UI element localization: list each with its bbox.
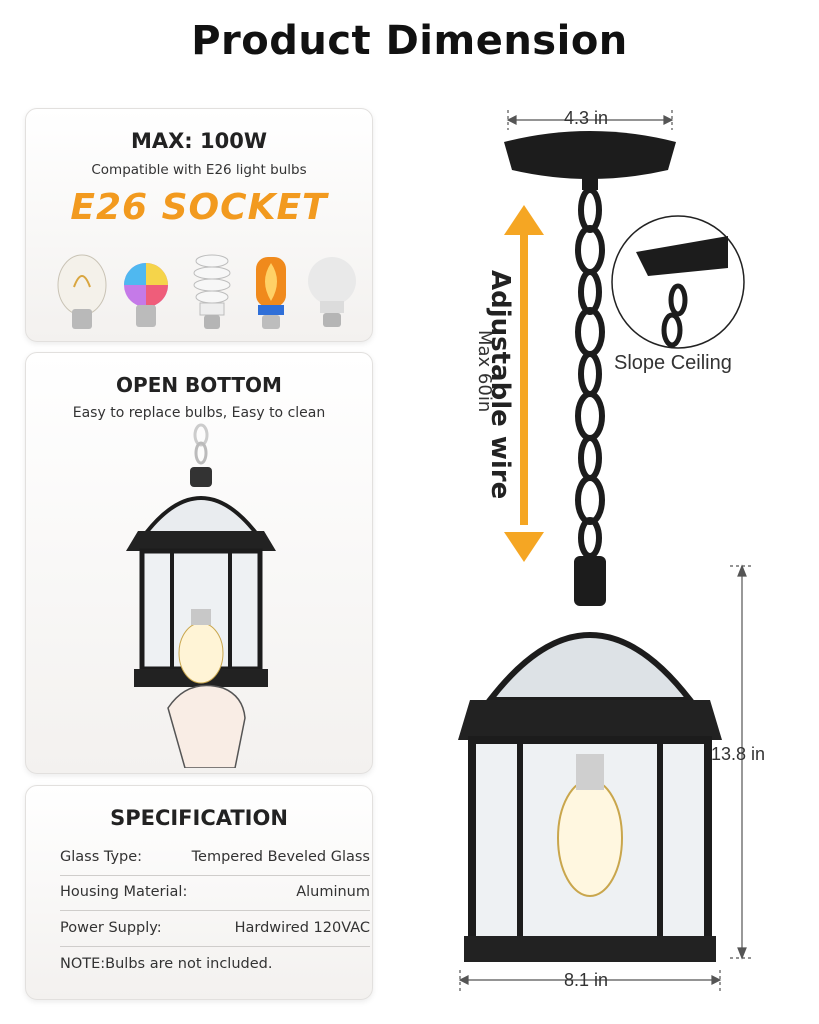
- compat-subtitle: Compatible with E26 light bulbs: [91, 162, 307, 178]
- slope-ceiling-label: Slope Ceiling: [614, 352, 732, 374]
- flame-bulb-icon: [256, 257, 286, 329]
- pendant-lamp-illustration: [458, 110, 754, 992]
- adjustable-arrow-icon: [504, 205, 544, 562]
- divider: [60, 946, 370, 947]
- lantern-bulb-replace-illustration: [126, 423, 276, 768]
- open-bottom-card: OPEN BOTTOM Easy to replace bulbs, Easy …: [25, 352, 373, 774]
- height-arrow: [730, 564, 754, 960]
- lantern-body: [458, 556, 722, 962]
- divider: [60, 910, 370, 911]
- canopy-width-arrow: [506, 110, 674, 130]
- spec-value: Aluminum: [296, 884, 370, 900]
- cfl-spiral-bulb-icon: [193, 254, 231, 329]
- divider: [60, 875, 370, 876]
- bulb-compat-card: MAX: 100W Compatible with E26 light bulb…: [25, 108, 373, 342]
- lantern-height-label: 13.8 in: [711, 744, 766, 764]
- max-wattage-heading: MAX: 100W: [130, 129, 268, 153]
- rgb-bulb-icon: [124, 263, 168, 327]
- spec-label: Housing Material:: [60, 884, 188, 900]
- slope-ceiling-inset: [611, 215, 745, 349]
- spec-label: Power Supply:: [60, 920, 162, 936]
- spec-value: Tempered Beveled Glass: [191, 849, 370, 865]
- page-title: Product Dimension: [191, 18, 628, 64]
- open-bottom-subtitle: Easy to replace bulbs, Easy to clean: [72, 405, 326, 421]
- spec-value: Hardwired 120VAC: [234, 920, 370, 936]
- socket-label: E26 SOCKET: [70, 187, 328, 228]
- led-a19-bulb-icon: [308, 257, 356, 327]
- adjustable-wire-label: Adjustable wire: [485, 270, 515, 500]
- spec-label: Glass Type:: [60, 849, 143, 865]
- specification-card: SPECIFICATION Glass Type: Tempered Bevel…: [25, 785, 373, 1000]
- wire-max-label: Max 60in: [474, 330, 495, 413]
- bulb-types-illustration: [57, 254, 356, 329]
- specification-heading: SPECIFICATION: [110, 806, 288, 830]
- open-bottom-heading: OPEN BOTTOM: [116, 373, 282, 397]
- edison-bulb-icon: [57, 254, 107, 329]
- canopy-icon: [504, 131, 676, 190]
- chain-icon: [575, 187, 605, 559]
- canopy-width-label: 4.3 in: [564, 108, 609, 128]
- chain-icon: [193, 423, 209, 465]
- lantern-width-arrow: [458, 970, 722, 992]
- lantern-width-label: 8.1 in: [564, 970, 609, 990]
